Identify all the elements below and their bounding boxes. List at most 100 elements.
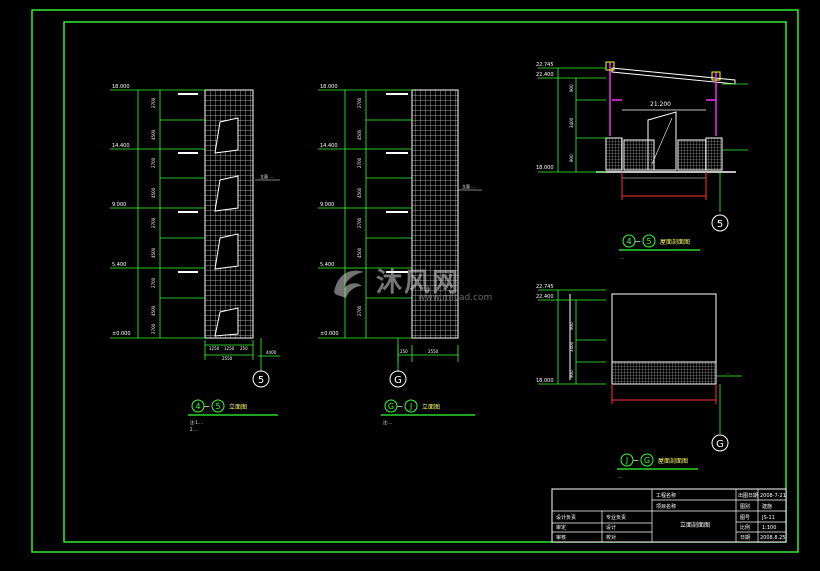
dim-label: 900: [569, 84, 574, 92]
dim-label: 2700: [151, 157, 156, 168]
level-label: 5.400: [320, 262, 334, 268]
tb-cell: 审核: [556, 534, 566, 541]
level-label: ±0.000: [320, 331, 339, 337]
dim-label: 900: [569, 154, 574, 162]
level-label: 18.000: [320, 84, 338, 90]
dim-label: 250: [240, 346, 248, 351]
elevation-mid: G 立面 … 18.000 14.400 9.000 5.400 ±0.000 …: [318, 84, 482, 425]
dim-label: 2700: [151, 323, 156, 334]
view-title: 屋面剖面图: [660, 238, 690, 246]
title-tilde: ~: [633, 456, 640, 465]
tb-cell: 设计负责: [556, 514, 576, 521]
dim-label: 4500: [357, 247, 362, 258]
outer-frame: [31, 9, 799, 553]
remark: 2.…: [190, 427, 198, 432]
remark: 注:1.…: [190, 419, 203, 425]
dim-label: 2700: [151, 217, 156, 228]
tb-cell: 审定: [556, 524, 566, 531]
remark: 注:…: [383, 419, 392, 425]
dim-label: 4400: [266, 350, 277, 355]
title-tilde: ~: [635, 237, 642, 246]
dim-label: 4500: [151, 305, 156, 316]
elev-note: 立面 …: [260, 173, 273, 179]
dim-label: 2700: [151, 97, 156, 108]
section-top: 5 22.745 22.400 18.000 21.200 900 3400 9…: [536, 61, 748, 260]
dim-label: 1250: [224, 346, 235, 351]
dim-label: 4500: [151, 187, 156, 198]
level-label: 22.745: [536, 284, 554, 290]
axis-label: G: [716, 439, 724, 450]
dim-label: 900: [569, 322, 574, 330]
tb-cell: 图号: [740, 515, 750, 521]
tb-cell: 日期: [740, 535, 750, 541]
dim-label: 3400: [569, 117, 574, 128]
level-label: 9.000: [320, 202, 334, 208]
dim-label: 4500: [357, 129, 362, 140]
view-title: 立面图: [422, 403, 440, 411]
axis-label: 5: [258, 375, 264, 386]
tb-cell: 图别: [740, 503, 750, 510]
tb-cell: 比例: [740, 524, 750, 531]
title-axis: G: [388, 402, 394, 411]
watermark: 沐风网 www.mfcad.com: [330, 262, 500, 306]
elev-note: 立面 …: [462, 183, 475, 189]
dim-label: 2550: [428, 349, 439, 354]
level-label: 22.400: [536, 72, 554, 78]
title-axis: 5: [215, 402, 220, 411]
title-axis: G: [644, 456, 650, 465]
tb-cell: 2008.8.25: [760, 535, 785, 541]
dim-label: 2700: [151, 277, 156, 288]
dim-label: 3400: [569, 341, 574, 352]
tb-cell: 设计: [606, 524, 616, 531]
level-label: 18.000: [536, 378, 554, 384]
axis-label: 5: [717, 219, 723, 230]
level-label: 22.745: [536, 62, 554, 68]
title-axis: J: [409, 402, 412, 411]
dim-label: 2700: [357, 305, 362, 316]
title-tilde: ~: [204, 402, 211, 411]
level-label: 9.000: [112, 202, 126, 208]
dim-label: 4500: [151, 247, 156, 258]
dim-label: 2700: [357, 157, 362, 168]
project-sub: 项目名称: [656, 503, 676, 510]
project-label: 工程名称: [656, 492, 676, 499]
watermark-url: www.mfcad.com: [418, 293, 493, 303]
title-axis: 4: [195, 402, 200, 411]
tb-cell: 专业负责: [606, 514, 626, 521]
title-tilde: ~: [397, 402, 404, 411]
section-bottom: G … 22.745 22.400 18.000 900 3400 900 J …: [536, 284, 742, 479]
tb-cell: 校对: [606, 534, 616, 541]
tb-cell: JS-11: [761, 515, 775, 521]
tb-cell: 1:100: [762, 525, 776, 531]
view-title: 屋面剖面图: [658, 457, 688, 465]
title-axis: 5: [646, 237, 651, 246]
dim-label: 4500: [357, 187, 362, 198]
date-label: 出图日期: [738, 492, 758, 499]
view-title: 立面图: [229, 403, 247, 411]
axis-label: G: [394, 375, 402, 386]
level-label: 22.400: [536, 294, 554, 300]
level-label: 18.000: [536, 165, 554, 171]
dim-label: 2700: [357, 97, 362, 108]
dim-label: 2550: [222, 356, 233, 361]
level-label: 14.400: [112, 143, 130, 149]
dim-label: 4500: [151, 129, 156, 140]
dim-label: 1250: [209, 346, 220, 351]
remark: …: [620, 255, 624, 260]
dim-label: 250: [400, 349, 408, 354]
elevation-left: 5 立面 … 18.000 14.400 9.000 5.400 ±0.000 …: [110, 84, 280, 432]
level-label: 14.400: [320, 143, 338, 149]
level-label: 5.400: [112, 262, 126, 268]
remark: …: [618, 474, 622, 479]
date-value: 2008-7-21: [760, 493, 786, 499]
level-label: 18.000: [112, 84, 130, 90]
level-label: 21.200: [650, 101, 671, 108]
note: …: [726, 370, 730, 375]
dim-label: 900: [569, 370, 574, 378]
title-block: 工程名称 项目名称 立面剖面图 设计负责 审定 审核 专业负责 设计 校对 出图…: [551, 488, 787, 543]
inner-frame: [63, 21, 787, 543]
drawing-name: 立面剖面图: [680, 521, 710, 529]
level-label: ±0.000: [112, 331, 131, 337]
title-axis: J: [625, 456, 628, 465]
